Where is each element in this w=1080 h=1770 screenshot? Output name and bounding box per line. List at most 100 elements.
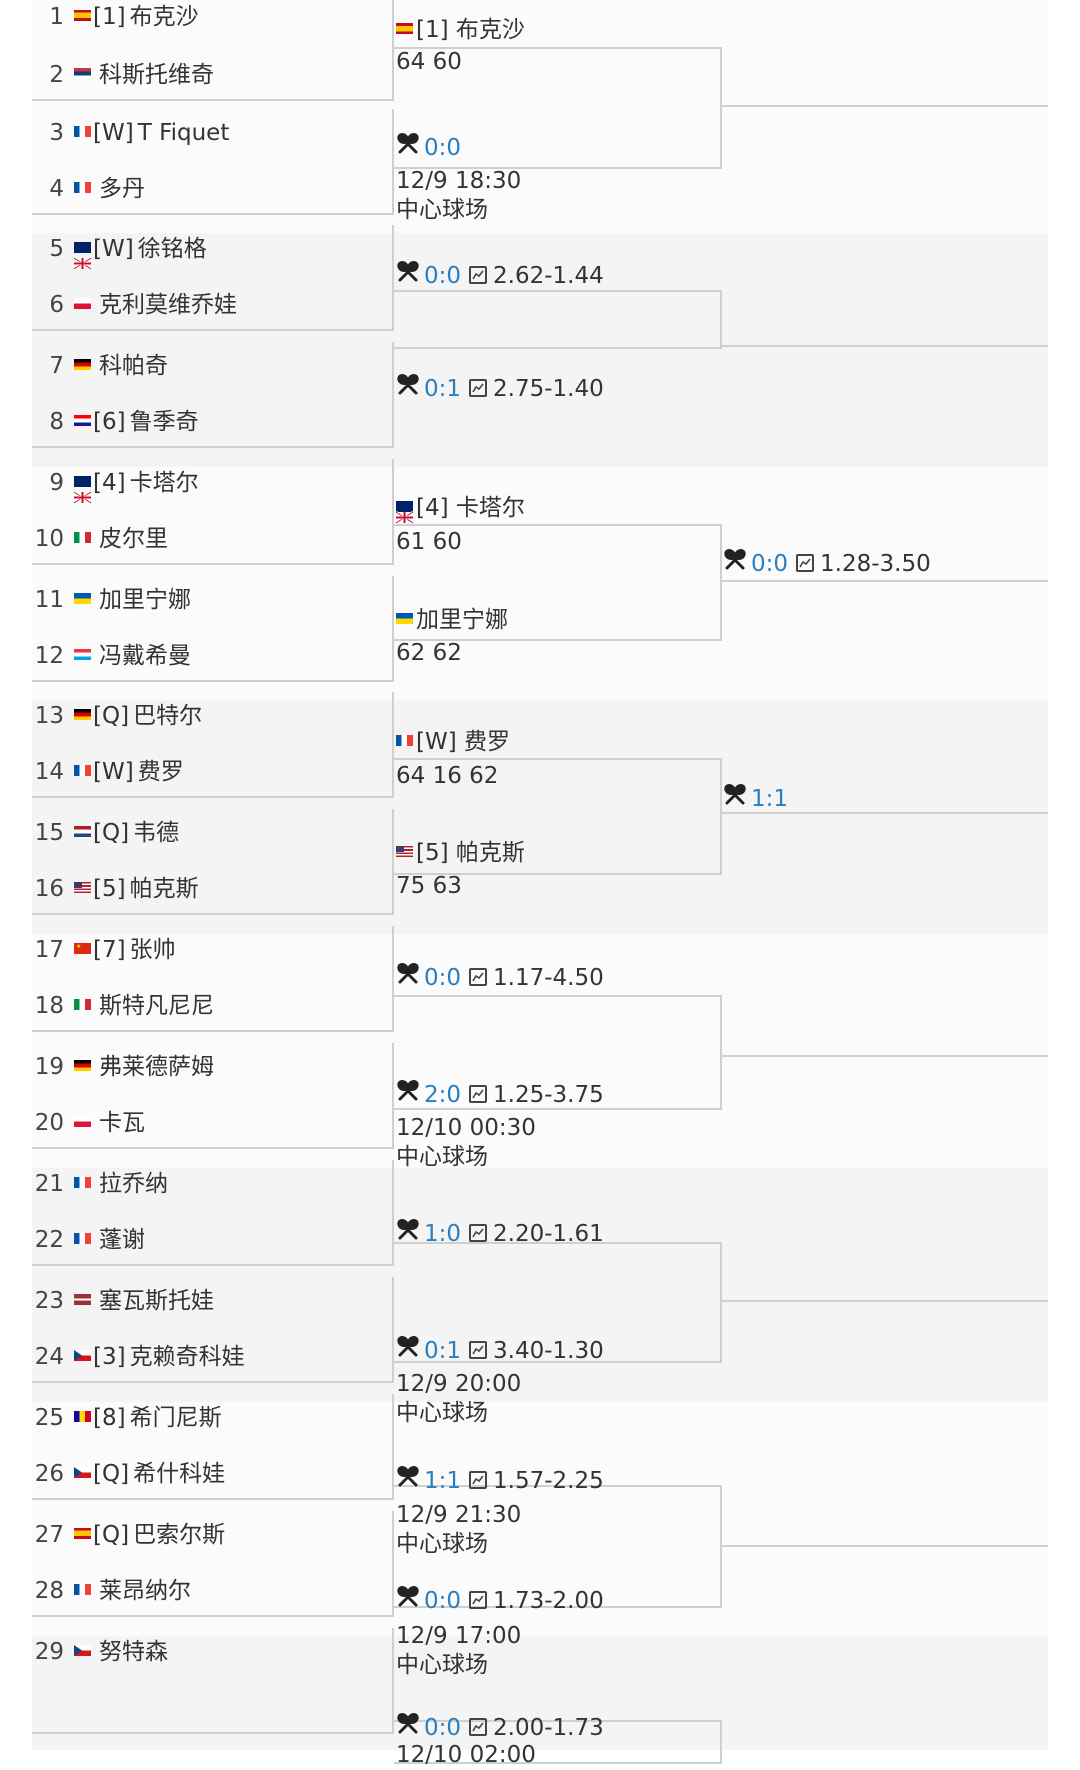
head-to-head[interactable]: 0:0 (424, 1715, 462, 1741)
player-pair-box (32, 1277, 394, 1383)
flag-icon (74, 182, 91, 193)
player-pair-box (32, 926, 394, 1032)
player-row[interactable]: 8[6]鲁季奇 (32, 402, 198, 442)
flag-icon (74, 882, 91, 893)
match-box (394, 524, 722, 641)
seed-code: [Q] (93, 820, 130, 846)
draw-position: 13 (34, 703, 64, 729)
winner-entry[interactable]: 加里宁娜 (396, 605, 508, 635)
player-row[interactable]: 3[W]T Fiquet (32, 113, 229, 153)
player-row[interactable]: 14[W]费罗 (32, 752, 184, 792)
crossed-rackets-icon[interactable] (396, 1218, 420, 1248)
head-to-head[interactable]: 1:1 (424, 1468, 462, 1494)
player-row[interactable]: 17★[7]张帅 (32, 930, 176, 970)
player-row[interactable]: 1[1]布克沙 (32, 0, 199, 37)
head-to-head[interactable]: 0:1 (424, 1338, 462, 1364)
crossed-rackets-icon[interactable] (396, 1079, 420, 1109)
player-name: 布克沙 (129, 4, 199, 30)
draw-position: 7 (49, 353, 64, 379)
head-to-head[interactable]: 0:0 (424, 1588, 462, 1614)
player-row[interactable]: 11 加里宁娜 (32, 580, 191, 620)
player-row[interactable]: 27[Q]巴索尔斯 (32, 1515, 225, 1555)
player-pair-box (32, 809, 394, 915)
player-name: 加里宁娜 (99, 587, 191, 613)
odds-chart-icon[interactable] (469, 967, 488, 986)
player-row[interactable]: 24[3]克赖奇科娃 (32, 1337, 245, 1377)
winner-entry[interactable]: [W] 费罗 (396, 727, 510, 757)
odds-chart-icon[interactable] (469, 265, 488, 284)
player-row[interactable]: 13[Q]巴特尔 (32, 696, 202, 736)
draw-position: 22 (34, 1227, 64, 1253)
player-name: 弗莱德萨姆 (99, 1054, 214, 1080)
flag-icon (396, 735, 413, 746)
player-name: 多丹 (99, 176, 145, 202)
head-to-head[interactable]: 0:0 (751, 551, 789, 577)
head-to-head[interactable]: 2:0 (424, 1082, 462, 1108)
draw-position: 9 (49, 470, 64, 496)
player-row[interactable]: 5[W]徐铭格 (32, 229, 207, 271)
head-to-head[interactable]: 1:0 (424, 1221, 462, 1247)
crossed-rackets-icon[interactable] (396, 1712, 420, 1742)
match-box (394, 995, 722, 1110)
odds-chart-icon[interactable] (469, 1340, 488, 1359)
odds-chart-icon[interactable] (469, 1223, 488, 1242)
winner-name: [1] 布克沙 (416, 17, 525, 43)
winner-entry[interactable]: [1] 布克沙 (396, 15, 525, 45)
winner-entry[interactable]: [5] 帕克斯 (396, 838, 525, 868)
odds-chart-icon[interactable] (469, 1470, 488, 1489)
player-name: 莱昂纳尔 (99, 1578, 191, 1604)
player-name: 巴特尔 (133, 703, 203, 729)
head-to-head[interactable]: 0:0 (424, 965, 462, 991)
odds-chart-icon[interactable] (469, 1717, 488, 1736)
player-pair-box (32, 692, 394, 798)
seed-code: [W] (93, 759, 134, 785)
player-row[interactable]: 15[Q]韦德 (32, 813, 179, 853)
head-to-head[interactable]: 0:0 (424, 263, 462, 289)
crossed-rackets-icon[interactable] (396, 373, 420, 403)
odds-chart-icon[interactable] (469, 1590, 488, 1609)
draw-position: 5 (49, 236, 64, 262)
head-to-head[interactable]: 1:1 (751, 786, 789, 812)
player-row[interactable]: 16[5]帕克斯 (32, 869, 199, 909)
crossed-rackets-icon[interactable] (723, 783, 747, 813)
flag-icon (74, 1177, 91, 1188)
head-to-head[interactable]: 0:0 (424, 135, 462, 161)
draw-position: 25 (34, 1405, 64, 1431)
crossed-rackets-icon[interactable] (396, 962, 420, 992)
seed-code: [W] (93, 120, 134, 146)
match-box (394, 290, 722, 349)
draw-position: 11 (34, 587, 64, 613)
odds-chart-icon[interactable] (469, 378, 488, 397)
player-row[interactable]: 25[8]希门尼斯 (32, 1398, 222, 1438)
head-to-head[interactable]: 0:1 (424, 376, 462, 402)
crossed-rackets-icon[interactable] (396, 1465, 420, 1495)
odds-chart-icon[interactable] (469, 1084, 488, 1103)
winner-entry[interactable]: [4] 卡塔尔 (395, 493, 525, 525)
crossed-rackets-icon[interactable] (396, 1585, 420, 1615)
crossed-rackets-icon[interactable] (396, 1335, 420, 1365)
flag-icon (396, 846, 413, 857)
flag-icon (74, 298, 91, 309)
player-row[interactable]: 9[4]卡塔尔 (32, 463, 199, 505)
crossed-rackets-icon[interactable] (723, 548, 747, 578)
crossed-rackets-icon[interactable] (396, 260, 420, 290)
odds-chart-icon[interactable] (796, 553, 815, 572)
crossed-rackets-icon[interactable] (396, 132, 420, 162)
player-row[interactable]: 26[Q]希什科娃 (32, 1454, 225, 1494)
